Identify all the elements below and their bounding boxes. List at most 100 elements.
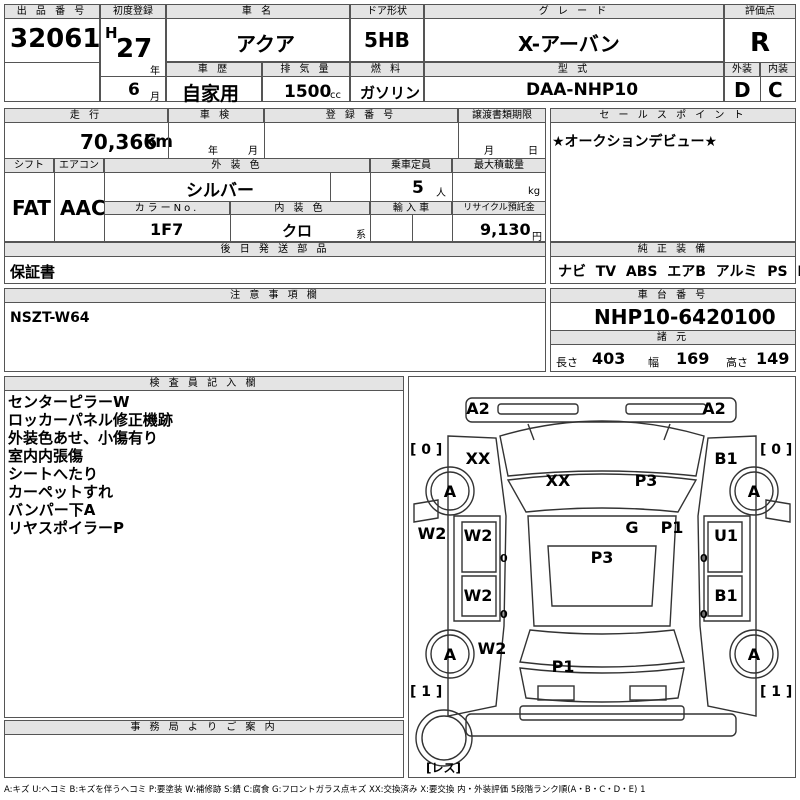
equipment-item: ナビ [558, 264, 586, 280]
recycle-label: リサイクル預託金 [452, 201, 546, 215]
ext-color: シルバー [186, 181, 254, 201]
car-diagram: A2 A2 XX B1 XX P3 A A W2 W2 G P1 U1 P3 W… [410, 397, 792, 775]
height-label: 高さ [726, 356, 748, 369]
legend: A:キズ U:ヘコミ B:キズを伴うヘコミ P:要塗装 W:補修跡 S:錆 C:… [4, 785, 646, 795]
interior-label: 内装 [760, 62, 796, 77]
capacity-unit: 人 [436, 188, 446, 199]
chassis-number: NHP10-6420100 [594, 305, 776, 329]
remark-line: リヤスポイラーP [8, 519, 124, 537]
damage-mark: W2 [478, 639, 507, 658]
color-no: 1F7 [150, 220, 184, 239]
tire-count: [ 0 ] [410, 442, 442, 458]
import-label: 輸 入 車 [370, 201, 452, 215]
shift: FAT [12, 196, 51, 220]
damage-mark: U1 [714, 526, 738, 545]
tire-depth: 0 [700, 608, 708, 621]
transfer-month-unit: 月 [484, 146, 494, 157]
chassis-label: 車 台 番 号 [550, 288, 796, 303]
year: 27 [116, 34, 153, 64]
height: 149 [756, 349, 790, 368]
car-outline [413, 397, 791, 767]
load-label: 最大積載量 [452, 158, 546, 173]
length-label: 長さ [556, 356, 578, 369]
vehicle-info-box [4, 108, 546, 242]
car-diagram-box [408, 376, 796, 778]
remark-line: センターピラーW [8, 393, 130, 411]
damage-mark: B1 [714, 586, 737, 605]
door-label: ドア形状 [350, 4, 424, 19]
mileage-label: 走 行 [4, 108, 168, 123]
sales-point: ★オークションデビュー★ [552, 134, 718, 150]
width: 169 [676, 349, 710, 368]
month-unit: 月 [150, 92, 160, 103]
tire-count: [ 1 ] [760, 684, 792, 700]
remark-line: 室内内張傷 [8, 447, 84, 465]
car-name-label: 車 名 [166, 4, 350, 19]
mileage: 70,366 [80, 130, 158, 154]
damage-mark: P1 [661, 518, 684, 537]
int-color-label: 内 装 色 [230, 201, 370, 215]
load-unit: kg [528, 186, 541, 197]
tire-count: [ 0 ] [760, 442, 792, 458]
inspection-label: 車 検 [168, 108, 264, 123]
equipment-item: ABS [625, 264, 658, 280]
damage-mark: XX [466, 449, 491, 468]
equipment-item: アルミ [715, 264, 758, 280]
model-code: DAA-NHP10 [526, 80, 639, 100]
mileage-unit: km [144, 132, 174, 152]
damage-mark: W2 [418, 524, 447, 543]
door-type: 5HB [364, 28, 410, 52]
remark-line: 外装色あせ、小傷有り [8, 429, 159, 447]
grade: X-アーバン [518, 32, 620, 56]
year-unit: 年 [150, 66, 160, 77]
exterior-score: D [734, 78, 751, 102]
equipment-item: TV [595, 264, 617, 280]
spare-tire-label: [レス] [426, 761, 461, 775]
damage-mark: A [444, 645, 457, 664]
car-name: アクア [236, 32, 295, 56]
inspection-month-unit: 月 [248, 146, 258, 157]
exterior-label: 外装 [724, 62, 760, 77]
history: 自家用 [182, 83, 240, 105]
parts-value: 保証書 [10, 263, 56, 281]
displacement: 1500 [284, 82, 332, 102]
shift-label: シフト [4, 158, 54, 173]
interior-score: C [768, 78, 783, 102]
score: R [750, 28, 771, 58]
notes-value: NSZT-W64 [10, 310, 90, 326]
notes-label: 注 意 事 項 欄 [4, 288, 546, 303]
equipment-item: PS [767, 264, 788, 280]
damage-mark: G [625, 518, 638, 537]
office-label: 事 務 局 よ り ご 案 内 [4, 720, 404, 735]
damage-mark: W2 [464, 526, 493, 545]
damage-mark: P1 [552, 657, 575, 676]
tire-count: [ 1 ] [410, 684, 442, 700]
remark-line: シートへたり [8, 465, 99, 483]
damage-mark: P3 [635, 471, 658, 490]
remark-line: ロッカーパネル修正機跡 [8, 411, 173, 429]
sales-point-label: セ ー ル ス ポ イ ン ト [550, 108, 796, 123]
capacity: 5 [412, 178, 424, 198]
inspection-year-unit: 年 [208, 146, 218, 157]
score-label: 評価点 [724, 4, 796, 19]
damage-mark: A2 [702, 399, 726, 418]
color-no-label: カラーNo. [104, 201, 230, 215]
parts-label: 後 日 発 送 部 品 [4, 242, 546, 257]
month: 6 [128, 80, 140, 100]
int-color-unit: 系 [356, 230, 366, 241]
int-color: クロ [282, 222, 313, 240]
tire-depth: 0 [500, 608, 508, 621]
tire-depth: 0 [500, 552, 508, 565]
lot-number: 32061 [10, 24, 101, 54]
recycle-fee: 9,130 [480, 220, 531, 239]
damage-mark: A [444, 482, 457, 501]
first-reg-label: 初度登録 [100, 4, 166, 19]
transfer-label: 譲渡書類期限 [458, 108, 546, 123]
inspector-remarks: センターピラーW ロッカーパネル修正機跡 外装色あせ、小傷有り 室内内張傷 シー… [8, 393, 173, 537]
equipment-label: 純 正 装 備 [550, 242, 796, 257]
width-label: 幅 [648, 356, 659, 369]
ac: AAC [60, 196, 106, 220]
inspector-label: 検 査 員 記 入 欄 [4, 376, 404, 391]
reg-no-label: 登 録 番 号 [264, 108, 458, 123]
damage-mark: P3 [591, 548, 614, 567]
